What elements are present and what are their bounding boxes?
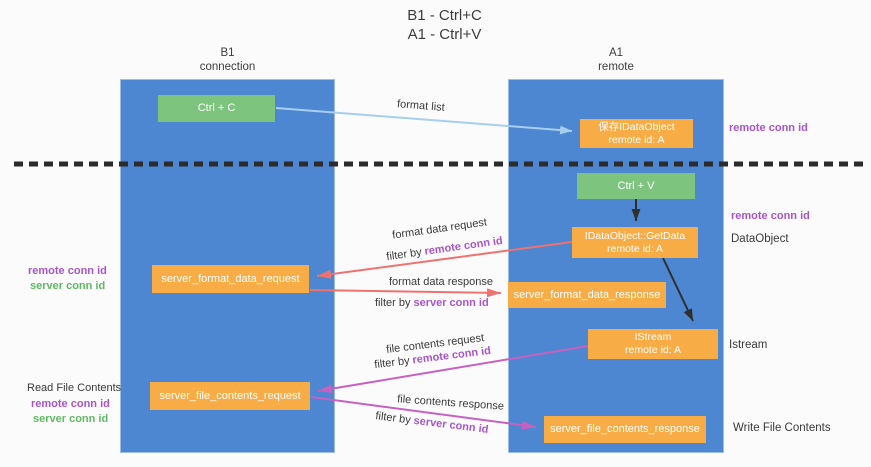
node-istream-line1: IStream: [634, 331, 672, 343]
filter-by-text: filter by: [373, 354, 411, 372]
node-idataobject-getdata: IDataObject::GetData remote id: A: [572, 227, 698, 258]
server-conn-id-text: server conn id: [413, 297, 489, 309]
arrow-format-data-response: [309, 288, 502, 298]
node-server-format-data-request: server_format_data_request: [152, 265, 309, 293]
diagram-title: B1 - Ctrl+C A1 - Ctrl+V: [0, 6, 871, 44]
remote-conn-id-text: remote conn id: [423, 234, 504, 258]
left-server-conn-id-label: server conn id: [30, 280, 106, 292]
right-remote-conn-id-label-2: remote conn id: [731, 210, 810, 222]
right-column-role: remote: [598, 60, 634, 73]
label-format-data-response: format data response: [389, 276, 493, 288]
node-istream-line2: remote id: A: [624, 344, 682, 356]
right-column-header: A1 remote: [508, 47, 724, 74]
node-server-file-contents-request-label: server_file_contents_request: [159, 389, 301, 402]
node-server-format-data-response-label: server_format_data_response: [513, 288, 661, 301]
node-server-file-contents-response: server_file_contents_response: [544, 416, 706, 443]
read-file-contents-label: Read File Contents: [27, 382, 122, 394]
node-server-file-contents-request: server_file_contents_request: [150, 382, 310, 410]
label-format-list: format list: [396, 98, 446, 114]
title-line-1: B1 - Ctrl+C: [407, 7, 482, 24]
title-line-2: A1 - Ctrl+V: [407, 26, 482, 43]
node-server-format-data-response: server_format_data_response: [508, 282, 666, 308]
filter-by-text: filter by: [385, 246, 423, 264]
node-save-idataobject-line2: remote id: A: [608, 133, 665, 146]
left-column-name: B1: [220, 47, 235, 59]
node-server-format-data-request-label: server_format_data_request: [161, 272, 300, 285]
left-server-conn-id-label-2: server conn id: [33, 413, 109, 425]
left-remote-conn-id-label-2: remote conn id: [31, 398, 110, 410]
node-save-idataobject: 保存IDataObject remote id: A: [580, 119, 693, 148]
node-ctrl-v: Ctrl + V: [577, 173, 695, 199]
right-column-name: A1: [608, 47, 624, 59]
node-getdata-line2: remote id: A: [606, 242, 664, 255]
node-istream: IStream remote id: A: [588, 329, 718, 359]
istream-label: Istream: [729, 339, 768, 351]
server-conn-id-text: server conn id: [412, 414, 490, 436]
right-remote-conn-id-label: remote conn id: [729, 122, 808, 134]
left-remote-conn-id-label: remote conn id: [28, 265, 107, 277]
write-file-contents-label: Write File Contents: [733, 422, 831, 434]
left-column-role: connection: [199, 60, 256, 73]
node-ctrl-v-label: Ctrl + V: [617, 179, 655, 192]
node-server-file-contents-response-label: server_file_contents_response: [550, 423, 700, 435]
node-getdata-line1: IDataObject::GetData: [584, 229, 686, 242]
node-save-idataobject-line1: 保存IDataObject: [598, 120, 675, 133]
node-ctrl-c-label: Ctrl + C: [197, 102, 236, 114]
filter-by-text: filter by: [375, 297, 411, 309]
filter-by-text: filter by: [374, 410, 412, 427]
dataobject-label: DataObject: [731, 233, 789, 245]
label-file-contents-response: file contents response: [396, 393, 505, 413]
node-ctrl-c: Ctrl + C: [158, 95, 275, 122]
left-column-header: B1 connection: [120, 47, 335, 74]
